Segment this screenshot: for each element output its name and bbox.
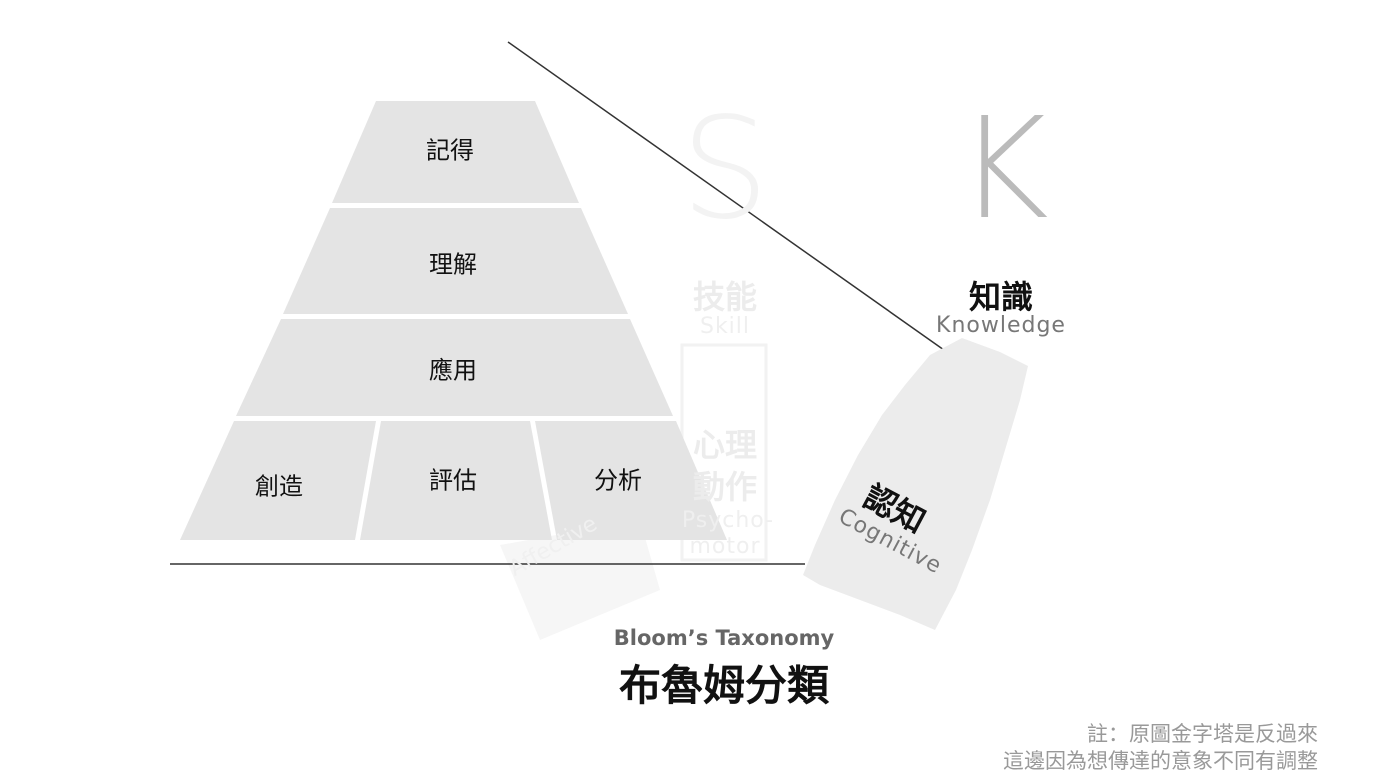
knowledge-label-cn: 知識 [968, 278, 1034, 316]
psychomotor-label-cn-2: 動作 [692, 468, 758, 506]
pyramid-level-understand [283, 208, 628, 314]
level-label-evaluate: 評估 [429, 466, 477, 495]
pyramid-level-analyze [535, 421, 727, 540]
knowledge-label-en: Knowledge [936, 313, 1066, 338]
note-line-1: 註：原圖金字塔是反過來 [1087, 722, 1318, 746]
psychomotor-label-en-2: motor [689, 534, 761, 559]
psychomotor-label-cn-1: 心理 [692, 426, 758, 464]
level-label-create: 創造 [255, 472, 303, 501]
affective-ghost-shape [500, 520, 660, 640]
knowledge-letter: K [957, 88, 1049, 251]
level-label-apply: 應用 [429, 356, 477, 385]
psychomotor-label-en-1: Psycho- [681, 508, 775, 533]
pyramid-level-create [180, 421, 376, 540]
pyramid-level-evaluate [360, 421, 552, 540]
cognitive-shape [803, 338, 1028, 630]
level-label-analyze: 分析 [594, 466, 642, 495]
skill-letter: S [680, 88, 770, 251]
level-label-remember: 記得 [426, 136, 474, 165]
skill-label-en: Skill [699, 314, 751, 339]
title-cn: 布魯姆分類 [618, 661, 830, 710]
skill-label-cn: 技能 [692, 278, 758, 316]
pyramid-level-remember [332, 101, 579, 203]
title-en: Bloom’s Taxonomy [613, 626, 835, 650]
diagonal-line [507, 41, 945, 351]
pyramid-level-apply [236, 319, 673, 416]
level-label-understand: 理解 [429, 250, 477, 279]
note-line-2: 這邊因為想傳達的意象不同有調整 [1003, 749, 1318, 773]
